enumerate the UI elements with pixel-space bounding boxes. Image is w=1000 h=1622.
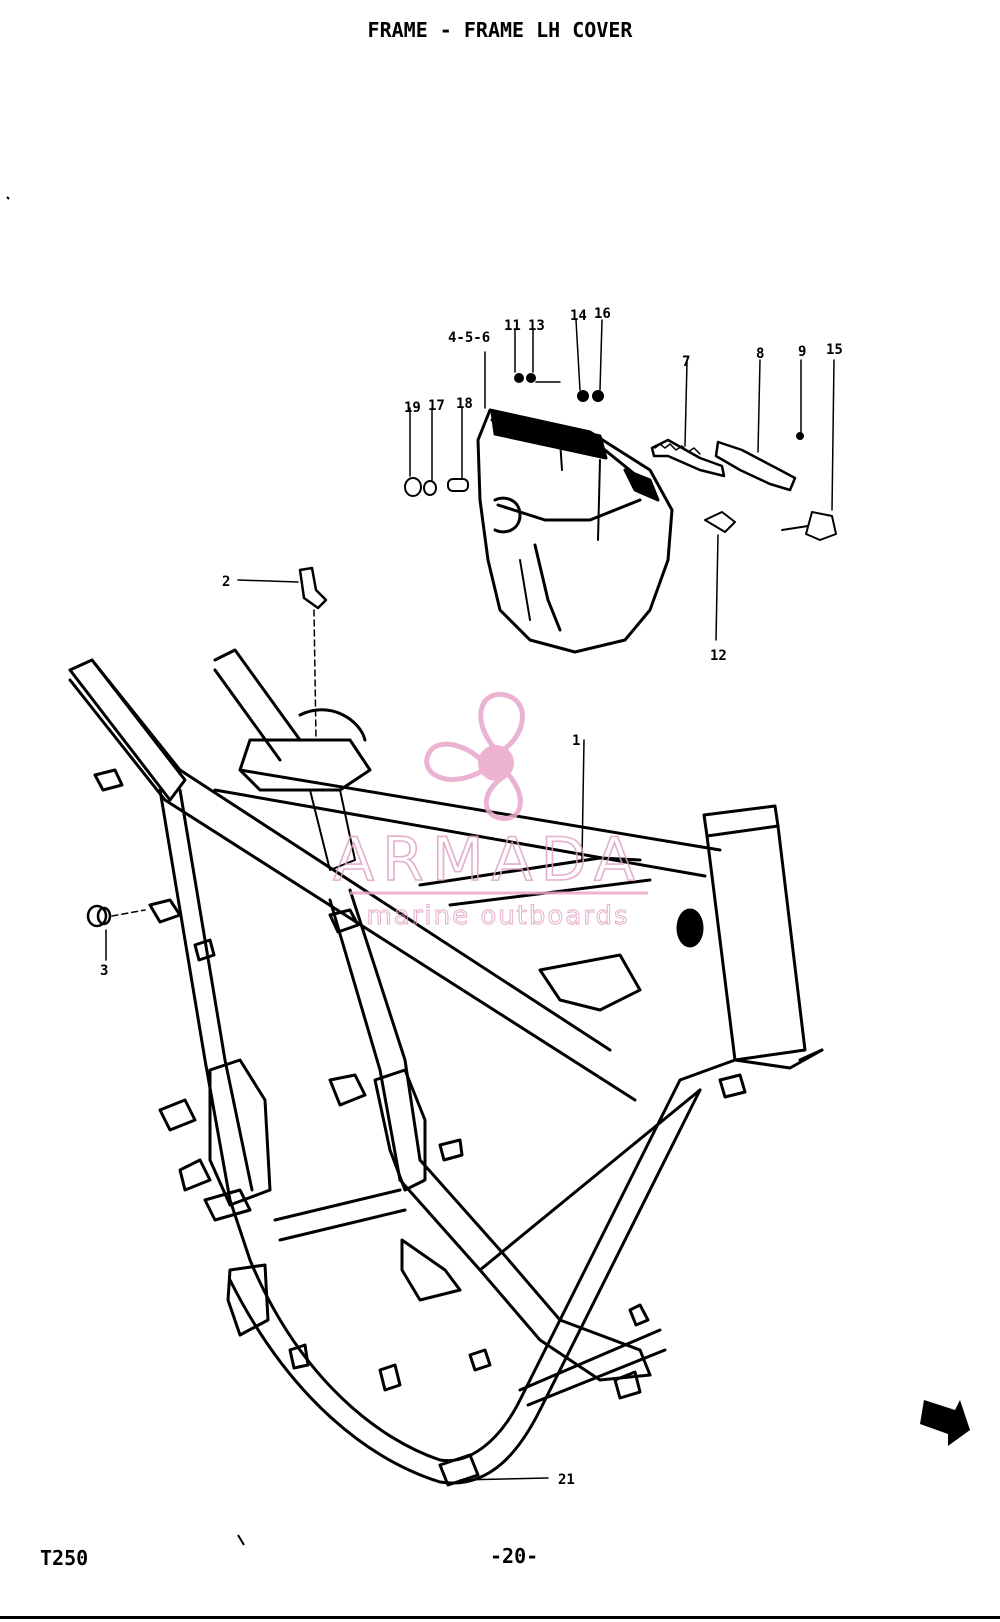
armada-watermark: ARMADA marine outboards xyxy=(332,692,648,932)
callout-1: 1 xyxy=(572,733,580,749)
bottom-rule xyxy=(0,1616,1000,1619)
callout-14: 14 xyxy=(570,308,587,324)
callout-16: 16 xyxy=(594,306,611,322)
callout-18: 18 xyxy=(456,396,473,412)
page-number: -20- xyxy=(490,1544,539,1568)
callout-11: 11 xyxy=(504,318,521,334)
callout-7: 7 xyxy=(682,354,690,370)
page-title: FRAME - FRAME LH COVER xyxy=(367,18,633,42)
callout-4-5-6: 4-5-6 xyxy=(448,330,490,346)
callout-17: 17 xyxy=(428,398,445,414)
scan-marks xyxy=(6,196,245,1546)
leader-lines xyxy=(105,319,835,1481)
main-frame xyxy=(68,648,824,1487)
callout-13: 13 xyxy=(528,318,545,334)
cover-brackets xyxy=(650,438,797,492)
callout-21: 21 xyxy=(558,1472,575,1488)
model-code: T250 xyxy=(40,1546,89,1570)
clip-2 xyxy=(298,566,328,610)
watermark-brand: ARMADA xyxy=(333,825,643,895)
forward-arrow-icon xyxy=(920,1400,970,1446)
callout-8: 8 xyxy=(756,346,764,362)
callout-19: 19 xyxy=(404,400,421,416)
callout-2: 2 xyxy=(222,574,230,590)
callout-15: 15 xyxy=(826,342,843,358)
callout-9: 9 xyxy=(798,344,806,360)
callout-3: 3 xyxy=(100,963,108,979)
cover-fasteners xyxy=(404,373,837,541)
frame-lh-cover xyxy=(476,408,674,654)
watermark-tagline: marine outboards xyxy=(366,901,629,931)
bushing-3 xyxy=(86,904,112,928)
propeller-logo-icon xyxy=(424,692,525,821)
callout-12: 12 xyxy=(710,648,727,664)
